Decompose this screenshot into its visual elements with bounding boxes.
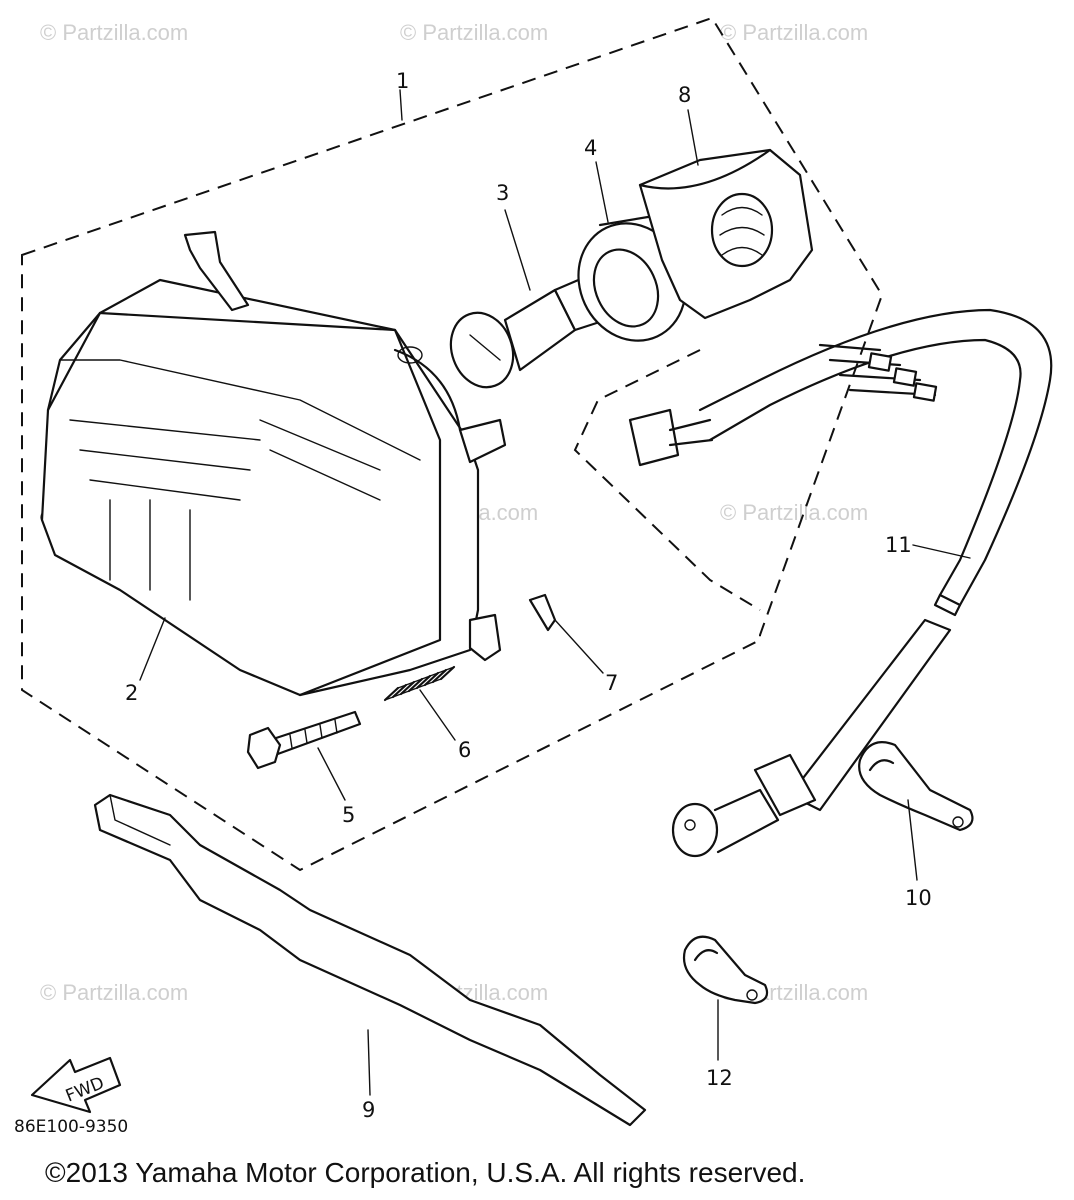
spring (383, 665, 456, 702)
callout-10: 10 (905, 886, 932, 910)
callout-5: 5 (342, 803, 355, 827)
diagram-code: 86E100-9350 (14, 1117, 128, 1137)
callout-6: 6 (458, 738, 471, 762)
headlight-unit (40, 230, 507, 697)
adjuster-bolt (246, 710, 362, 770)
callout-9: 9 (362, 1098, 375, 1122)
leader-lines (139, 89, 971, 1096)
harness-boundary (573, 349, 761, 611)
rubber-cover (638, 148, 814, 320)
callout-3: 3 (496, 181, 509, 205)
bracket-bar (93, 793, 647, 1127)
watermark: © Partzilla.com (400, 20, 548, 45)
callout-2: 2 (125, 681, 138, 705)
callout-1: 1 (396, 69, 409, 93)
watermark: © Partzilla.com (40, 980, 188, 1005)
copyright-notice: ©2013 Yamaha Motor Corporation, U.S.A. A… (45, 1157, 805, 1188)
callout-12: 12 (706, 1066, 733, 1090)
fwd-arrow: FWD (30, 1056, 122, 1114)
assembly-boundary (21, 16, 884, 872)
callout-8: 8 (678, 83, 691, 107)
clip (528, 593, 557, 632)
watermark: © Partzilla.com (720, 500, 868, 525)
wire-clamp-10 (858, 741, 974, 832)
bulb (449, 273, 614, 389)
callout-7: 7 (605, 671, 618, 695)
callout-11: 11 (885, 533, 912, 557)
callouts: 1 2 3 4 5 6 7 8 9 10 11 12 (125, 69, 932, 1122)
callout-4: 4 (584, 136, 597, 160)
wire-harness (628, 308, 1053, 858)
wire-clamp-12 (682, 935, 769, 1005)
watermark: © Partzilla.com (40, 20, 188, 45)
watermark: © Partzilla.com (720, 20, 868, 45)
